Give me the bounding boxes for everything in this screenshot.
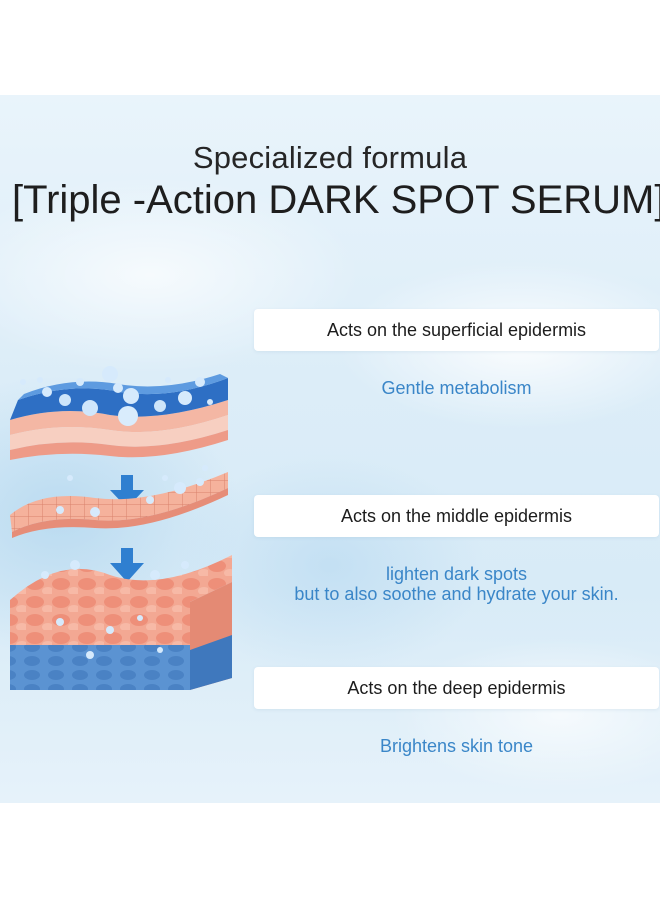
middle-layer [10,465,228,538]
benefit-deep: Brightens skin tone [379,736,534,756]
layer-label-superficial: Acts on the superficial epidermis [254,309,659,351]
layer-label-middle: Acts on the middle epidermis [254,495,659,537]
subtitle: Specialized formula [192,140,468,175]
title-text: Triple -Action DARK SPOT SERUM [23,178,655,222]
superficial-layer [10,366,228,460]
bracket-close: ] [654,178,660,223]
layer-label-deep: Acts on the deep epidermis [254,667,659,709]
benefit-middle-line1: lighten dark spots [385,564,528,584]
page-title: [ Triple -Action DARK SPOT SERUM ] [12,178,660,223]
bracket-open: [ [12,178,24,222]
benefit-middle-line2: but to also soothe and hydrate your skin… [294,584,619,604]
benefit-superficial: Gentle metabolism [381,378,532,398]
deep-layer [10,555,232,690]
skin-layers-illustration [10,366,232,690]
arrow-down-icon [110,548,144,582]
